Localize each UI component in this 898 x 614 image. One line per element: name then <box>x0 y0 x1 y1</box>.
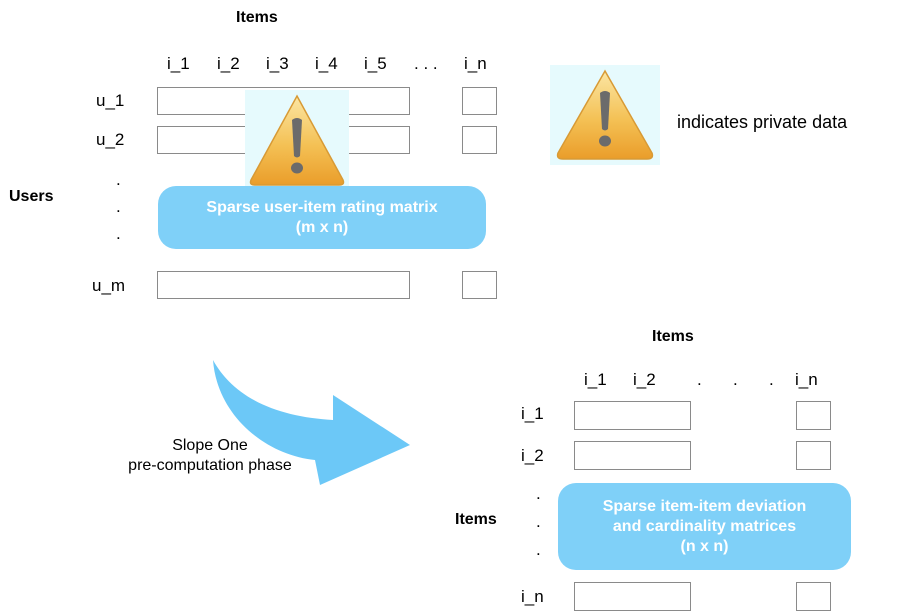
col-label-i2: i_2 <box>217 54 240 73</box>
warning-icon <box>245 90 349 190</box>
row-label-i2: i_2 <box>521 446 544 465</box>
matrix-cell-i1-in <box>796 401 831 430</box>
matrix-cell-um-in <box>462 271 497 299</box>
row-label-in: i_n <box>521 587 544 606</box>
row-label-um: u_m <box>92 276 126 295</box>
col-label-i3: i_3 <box>266 54 289 73</box>
col-label-in: i_n <box>795 370 818 389</box>
matrix-cell-i2-in <box>796 441 831 470</box>
curved-arrow <box>205 355 420 515</box>
col-label-i1: i_1 <box>584 370 607 389</box>
col-label-i4: i_4 <box>315 54 338 73</box>
items-header-top-matrix: Items <box>236 9 278 26</box>
col-dot: . <box>697 370 702 389</box>
row-dot: . <box>536 484 541 503</box>
row-dot: . <box>116 170 121 189</box>
legend-warning-icon <box>550 65 660 165</box>
col-ellipsis: . . . <box>414 54 438 73</box>
user-item-matrix-bubble: Sparse user-item rating matrix (m x n) <box>158 186 486 249</box>
row-label-u1: u_1 <box>96 91 125 110</box>
bubble-line: (m x n) <box>295 218 349 236</box>
col-label-i2: i_2 <box>633 370 656 389</box>
matrix-cell-u2-in <box>462 126 497 154</box>
caption-line: Slope One <box>172 437 248 454</box>
col-dot: . <box>733 370 738 389</box>
matrix-row-in <box>574 582 691 611</box>
legend-text: indicates private data <box>677 112 848 132</box>
arrow-caption: Slope One pre-computation phase <box>90 436 330 476</box>
row-dot: . <box>536 540 541 559</box>
row-dot: . <box>116 197 121 216</box>
bubble-line: and cardinality matrices <box>612 517 797 535</box>
item-item-matrix-bubble: Sparse item-item deviation and cardinali… <box>558 483 851 570</box>
bubble-line: Sparse item-item deviation <box>602 497 807 515</box>
col-label-i1: i_1 <box>167 54 190 73</box>
bubble-line: Sparse user-item rating matrix <box>206 198 438 216</box>
matrix-row-i1 <box>574 401 691 430</box>
matrix-cell-in-in <box>796 582 831 611</box>
items-header-left: Items <box>455 511 497 528</box>
col-dot: . <box>769 370 774 389</box>
bubble-line: (n x n) <box>680 537 729 555</box>
matrix-cell-u1-in <box>462 87 497 115</box>
row-label-i1: i_1 <box>521 404 544 423</box>
col-label-in: i_n <box>464 54 487 73</box>
row-dot: . <box>536 512 541 531</box>
row-label-u2: u_2 <box>96 130 125 149</box>
col-label-i5: i_5 <box>364 54 387 73</box>
row-dot: . <box>116 224 121 243</box>
caption-line: pre-computation phase <box>128 457 292 474</box>
matrix-row-i2 <box>574 441 691 470</box>
items-header-bottom-matrix: Items <box>652 328 694 345</box>
matrix-row-um <box>157 271 410 299</box>
users-header: Users <box>9 188 54 205</box>
